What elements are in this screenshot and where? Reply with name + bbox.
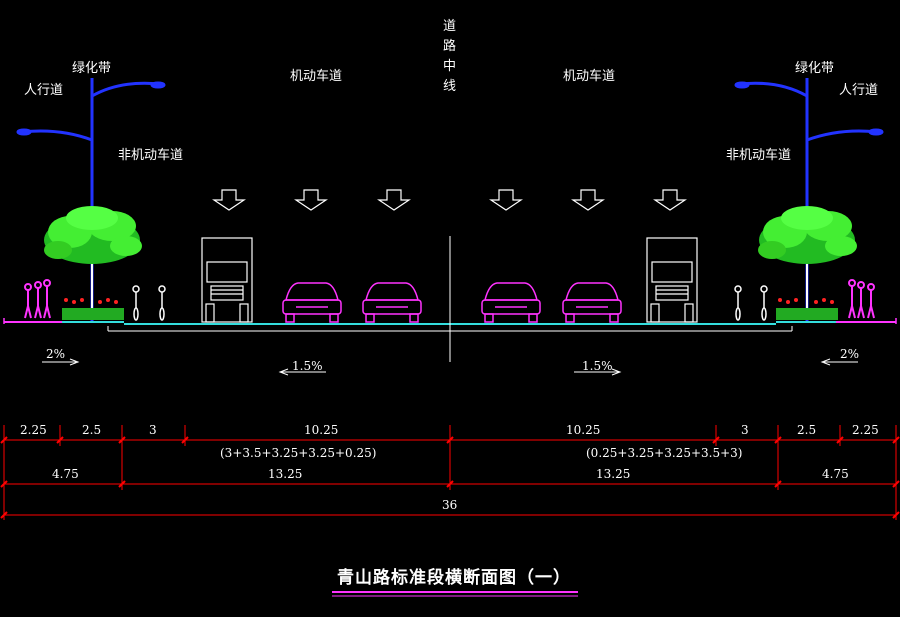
dimension-ticks bbox=[0, 436, 900, 519]
label-non-motor-right: 非机动车道 bbox=[726, 147, 791, 163]
label-centerline-4: 线 bbox=[443, 79, 456, 94]
car-4 bbox=[562, 282, 622, 323]
label-green-belt-left: 绿化带 bbox=[72, 61, 111, 76]
car-2 bbox=[362, 282, 422, 323]
dim-sidewalk-left: 2.25 bbox=[20, 423, 47, 437]
dim-non-motor-right: 3 bbox=[741, 423, 749, 437]
dim-non-motor-left: 3 bbox=[149, 423, 157, 437]
label-sidewalk-right: 人行道 bbox=[839, 83, 878, 98]
slope-left-road: 1.5% bbox=[292, 359, 323, 373]
car-3 bbox=[481, 282, 541, 323]
dim-road-left-total: 13.25 bbox=[268, 467, 302, 481]
pedestrians-left bbox=[24, 279, 51, 319]
dim-side-left-total: 4.75 bbox=[52, 467, 79, 481]
label-non-motor-left: 非机动车道 bbox=[118, 147, 183, 163]
dim-road-right-total: 13.25 bbox=[596, 467, 630, 481]
dim-motor-right-breakdown: (0.25+3.25+3.25+3.5+3) bbox=[586, 446, 742, 460]
dim-motor-left-breakdown: (3+3.5+3.25+3.25+0.25) bbox=[220, 446, 376, 460]
label-green-belt-right: 绿化带 bbox=[795, 61, 834, 76]
slope-markers: 2% 1.5% 1.5% 2% bbox=[42, 347, 859, 376]
shrubs-right bbox=[776, 298, 838, 320]
truck-right bbox=[646, 237, 698, 323]
label-centerline-2: 路 bbox=[443, 38, 456, 54]
pedestrians-right bbox=[848, 279, 875, 319]
dim-motor-left: 10.25 bbox=[304, 423, 338, 437]
dim-sidewalk-right: 2.25 bbox=[852, 423, 879, 437]
label-centerline-1: 道 bbox=[443, 19, 456, 34]
tree-right bbox=[758, 206, 857, 318]
dim-side-right-total: 4.75 bbox=[822, 467, 849, 481]
dim-motor-right: 10.25 bbox=[566, 423, 600, 437]
dim-green-belt-left: 2.5 bbox=[82, 423, 101, 437]
drawing-title: 青山路标准段横断面图（一） bbox=[337, 567, 571, 588]
label-motor-right: 机动车道 bbox=[563, 68, 615, 84]
label-centerline-3: 中 bbox=[443, 59, 456, 74]
label-sidewalk-left: 人行道 bbox=[24, 83, 63, 98]
tree-left bbox=[44, 206, 142, 318]
lane-arrows bbox=[212, 189, 687, 211]
shrubs-left bbox=[62, 298, 124, 320]
label-motor-left: 机动车道 bbox=[290, 68, 342, 84]
cyclists-right bbox=[734, 285, 768, 321]
dim-green-belt-right: 2.5 bbox=[797, 423, 816, 437]
truck-left bbox=[201, 237, 253, 323]
dim-total-width: 36 bbox=[442, 498, 457, 512]
slope-right-road: 1.5% bbox=[582, 359, 613, 373]
cyclists-left bbox=[132, 285, 166, 321]
slope-left-side: 2% bbox=[46, 347, 65, 361]
slope-right-side: 2% bbox=[840, 347, 859, 361]
car-1 bbox=[282, 282, 342, 323]
lamp-pole-right bbox=[734, 78, 884, 322]
